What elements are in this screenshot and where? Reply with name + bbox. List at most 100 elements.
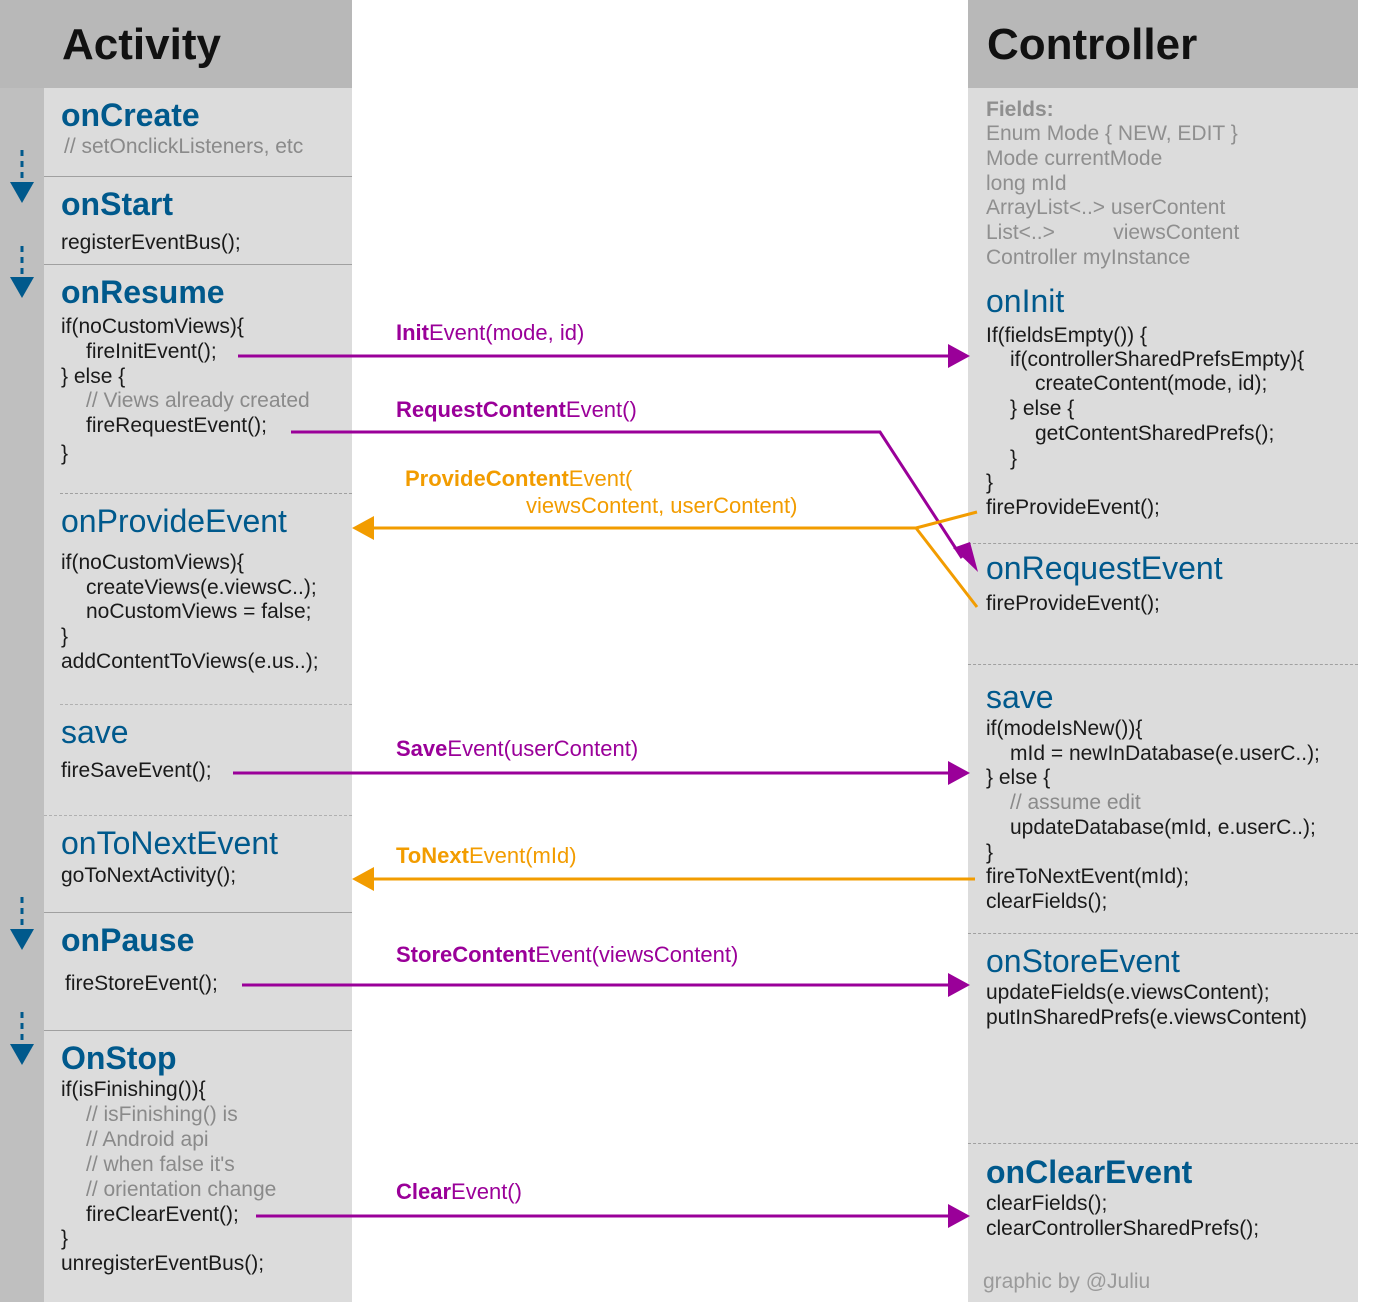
activity-divider	[44, 176, 352, 177]
lifecycle-arrow-head	[10, 1044, 34, 1065]
on-stop-title: OnStop	[61, 1040, 177, 1076]
controller-header	[968, 0, 1358, 88]
on-to-next-event-title: onToNextEvent	[61, 825, 279, 861]
on-init-line: createContent(mode, id);	[1035, 372, 1268, 395]
credit-text: graphic by @Juliu	[983, 1270, 1151, 1293]
init-event-args: Event(mode, id)	[429, 320, 585, 345]
activity-divider	[60, 704, 352, 705]
provide-content-branch	[914, 527, 979, 608]
fields-label: Fields:	[986, 98, 1054, 121]
init-event-label: InitEvent(mode, id)	[396, 320, 584, 346]
on-store-line: putInSharedPrefs(e.viewsContent)	[986, 1006, 1307, 1029]
clear-event-arrowhead	[948, 1204, 970, 1228]
provide-content-branch	[915, 510, 978, 530]
store-content-event-args: Event(viewsContent)	[535, 942, 739, 967]
on-resume-line: } else {	[61, 365, 126, 388]
controller-divider	[968, 664, 1358, 665]
on-stop-line: unregisterEventBus();	[61, 1252, 265, 1275]
to-next-event-name: ToNext	[396, 843, 469, 868]
on-stop-comment: // orientation change	[86, 1178, 277, 1201]
save-event-name: Save	[396, 736, 448, 761]
field-item: Controller myInstance	[986, 246, 1191, 269]
to-next-event-label: ToNextEvent(mId)	[396, 843, 577, 869]
on-init-line: If(fieldsEmpty()) {	[986, 324, 1148, 347]
on-stop-line: if(isFinishing()){	[61, 1078, 206, 1101]
provide-content-event-label: ProvideContentEvent(	[405, 466, 632, 492]
request-content-event-args: Event()	[565, 397, 637, 422]
on-init-line: getContentSharedPrefs();	[1035, 422, 1275, 445]
on-clear-event-title: onClearEvent	[986, 1154, 1193, 1190]
clear-event-name: Clear	[396, 1179, 452, 1204]
activity-panel	[44, 88, 352, 1302]
activity-divider	[44, 264, 352, 265]
on-resume-line: }	[61, 442, 69, 465]
save-event-args: Event(userContent)	[447, 736, 639, 761]
activity-divider	[60, 493, 352, 494]
on-request-line: fireProvideEvent();	[986, 592, 1160, 615]
controller-save-title: save	[986, 679, 1054, 715]
on-provide-line: createViews(e.viewsC..);	[86, 576, 317, 599]
lifecycle-arrow-head	[10, 929, 34, 950]
lifecycle-arrow-head	[10, 182, 34, 203]
activity-title: Activity	[62, 20, 221, 69]
on-store-event-title: onStoreEvent	[986, 943, 1180, 979]
on-request-event-title: onRequestEvent	[986, 550, 1223, 586]
on-stop-comment: // Android api	[86, 1128, 209, 1151]
on-clear-line: clearControllerSharedPrefs();	[986, 1217, 1260, 1240]
on-resume-comment: // Views already created	[86, 389, 310, 412]
on-provide-event-title: onProvideEvent	[61, 503, 287, 539]
field-item: Enum Mode { NEW, EDIT }	[986, 122, 1238, 145]
provide-content-event-arrowhead	[352, 516, 374, 540]
to-next-event-args: Event(mId)	[468, 843, 577, 868]
on-create-comment: // setOnclickListeners, etc	[64, 135, 304, 158]
controller-save-line: }	[986, 841, 994, 864]
clear-event-label: ClearEvent()	[396, 1179, 522, 1205]
provide-content-event-name: ProvideContent	[405, 466, 569, 491]
on-init-line: if(controllerSharedPrefsEmpty){	[1010, 348, 1305, 371]
activity-divider	[44, 1030, 352, 1031]
clear-event-args: Event()	[451, 1179, 522, 1204]
on-pause-title: onPause	[61, 922, 195, 958]
controller-save-line: clearFields();	[986, 890, 1108, 913]
store-content-event-label: StoreContentEvent(viewsContent)	[396, 942, 738, 968]
field-item: Mode currentMode	[986, 147, 1163, 170]
request-content-event-name: RequestContent	[396, 397, 566, 422]
on-store-line: updateFields(e.viewsContent);	[986, 981, 1270, 1004]
on-pause-line: fireStoreEvent();	[65, 972, 218, 995]
save-event-label: SaveEvent(userContent)	[396, 736, 638, 762]
to-next-event-arrowhead	[352, 867, 374, 891]
on-start-title: onStart	[61, 186, 173, 222]
on-resume-line: if(noCustomViews){	[61, 315, 244, 338]
on-stop-line: }	[61, 1227, 69, 1250]
on-resume-line: fireInitEvent();	[86, 340, 217, 363]
on-init-line: }	[986, 471, 994, 494]
save-event-arrowhead	[948, 761, 970, 785]
controller-divider	[968, 933, 1358, 934]
activity-save-title: save	[61, 714, 129, 750]
request-content-event-arrowhead	[953, 542, 978, 572]
controller-save-line: } else {	[986, 766, 1051, 789]
controller-save-line: if(modeIsNew()){	[986, 717, 1143, 740]
lifecycle-arrow-head	[10, 277, 34, 298]
on-init-line: }	[1010, 447, 1018, 470]
on-provide-line: if(noCustomViews){	[61, 551, 244, 574]
activity-divider	[44, 815, 352, 816]
on-clear-line: clearFields();	[986, 1192, 1108, 1215]
on-create-title: onCreate	[61, 97, 200, 133]
on-init-line: } else {	[1010, 397, 1075, 420]
provide-content-event-args-2: viewsContent, userContent)	[526, 493, 798, 518]
request-content-event-arrow	[291, 430, 964, 559]
controller-panel	[968, 88, 1358, 1302]
field-item: List<..> viewsContent	[986, 221, 1240, 244]
on-init-line: fireProvideEvent();	[986, 496, 1160, 519]
on-provide-line: noCustomViews = false;	[86, 600, 312, 623]
controller-divider	[968, 543, 1358, 544]
on-resume-title: onResume	[61, 274, 225, 310]
field-item: ArrayList<..> userContent	[986, 196, 1226, 219]
controller-save-line: updateDatabase(mId, e.userC..);	[1010, 816, 1316, 839]
on-stop-line: fireClearEvent();	[86, 1203, 239, 1226]
activity-divider	[44, 912, 352, 913]
activity-header	[0, 0, 352, 88]
